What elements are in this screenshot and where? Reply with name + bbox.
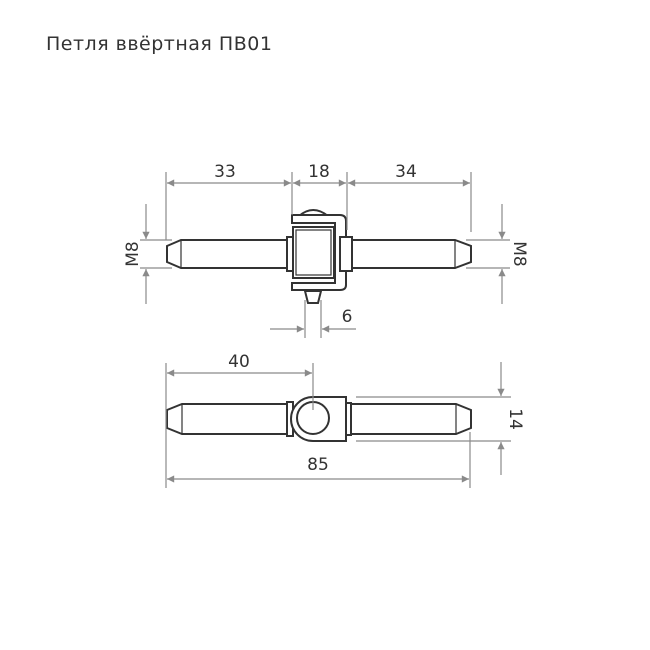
right-threaded-rod xyxy=(350,403,472,435)
dim-right-rod: 34 xyxy=(395,162,417,182)
dim-to-axis: 40 xyxy=(228,352,250,372)
body-block xyxy=(292,226,335,279)
top-view: 33 18 34 M8 M8 6 xyxy=(123,162,529,338)
top-dimensions: 33 18 34 M8 M8 6 xyxy=(123,162,529,338)
bottom-view-part xyxy=(166,396,472,442)
drawing-title: Петля ввёртная ПВ01 xyxy=(46,33,273,55)
dim-left-rod: 33 xyxy=(214,162,236,182)
left-threaded-rod xyxy=(166,239,289,269)
dim-overall: 85 xyxy=(307,455,329,475)
top-view-part xyxy=(166,209,472,304)
bottom-view: 40 85 14 xyxy=(165,352,525,488)
bottom-dimensions: 40 85 14 xyxy=(165,352,525,488)
dim-pin: 6 xyxy=(342,307,353,327)
left-threaded-rod xyxy=(166,403,288,435)
right-threaded-rod xyxy=(351,239,472,269)
right-collar xyxy=(339,236,353,272)
dim-body: 18 xyxy=(308,162,330,182)
dim-body-height: 14 xyxy=(505,408,525,430)
pin xyxy=(303,290,323,304)
dim-thread-right: M8 xyxy=(509,241,529,266)
dim-thread-left: M8 xyxy=(123,241,143,266)
bracket xyxy=(291,214,347,291)
